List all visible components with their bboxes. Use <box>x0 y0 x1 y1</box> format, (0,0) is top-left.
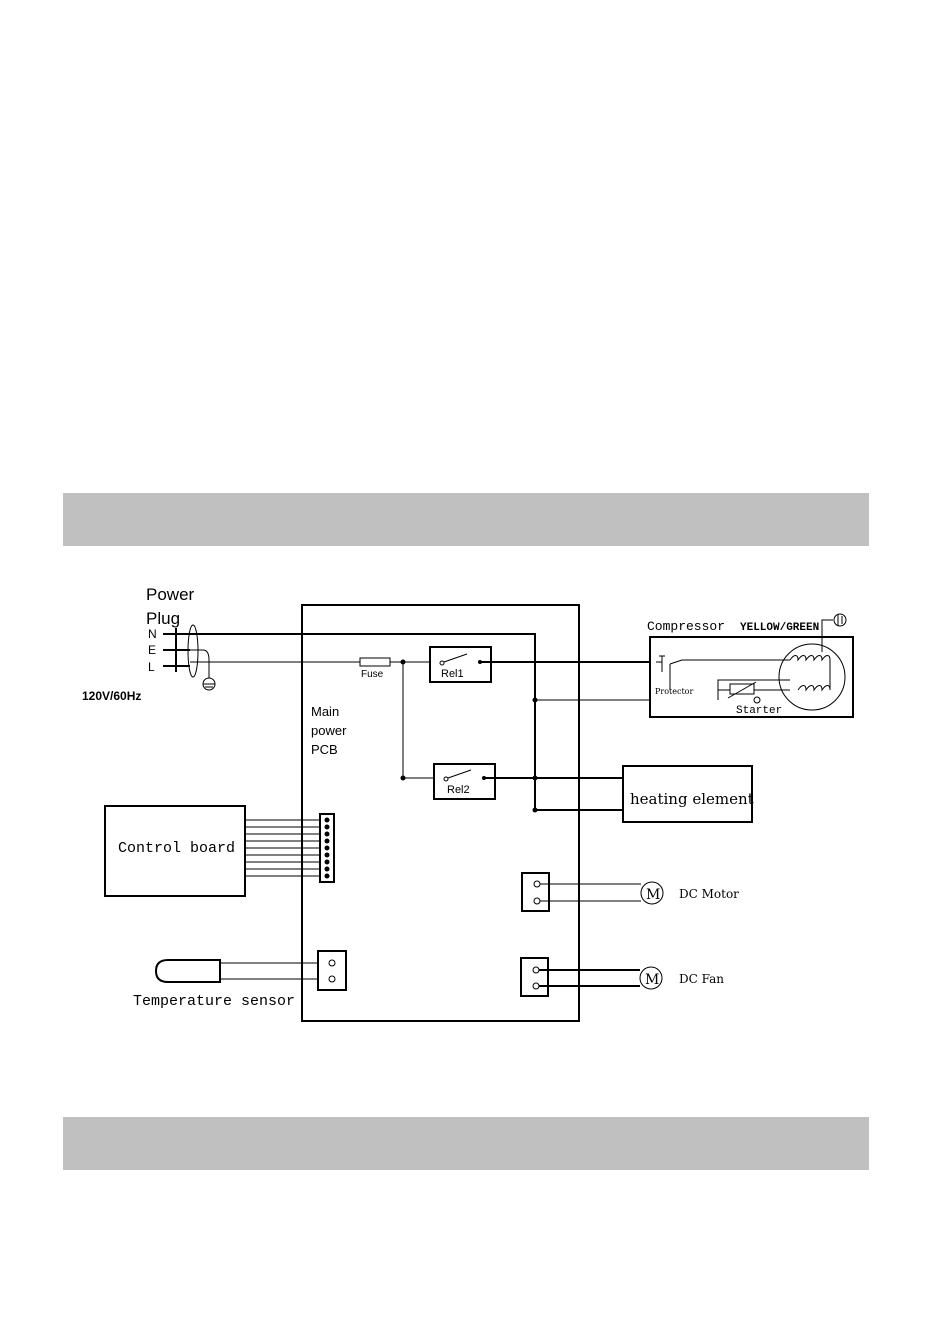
compressor: Compressor YELLOW/GREEN Protector Starte… <box>647 614 853 717</box>
power-rating-label: 120V/60Hz <box>82 689 141 703</box>
dc-motor-label: DC Motor <box>679 887 739 901</box>
fuse-label: Fuse <box>361 669 384 680</box>
relay-1: Rel1 <box>430 647 491 682</box>
pcb-label-line3: PCB <box>311 742 338 757</box>
heating-element-label: heating element <box>630 790 754 808</box>
control-board-label: Control board <box>118 840 235 857</box>
temperature-sensor-probe <box>156 960 220 982</box>
power-plug-title-line2: Plug <box>146 609 180 628</box>
relay-2: Rel2 <box>434 764 495 799</box>
relay-2-label: Rel2 <box>447 784 470 796</box>
earth-icon <box>834 614 846 626</box>
control-connector-pins <box>325 818 330 879</box>
ground-color-label: YELLOW/GREEN <box>740 622 819 634</box>
pin-e-label: E <box>148 643 156 657</box>
starter-label: Starter <box>736 705 782 717</box>
pcb-label-line1: Main <box>311 704 339 719</box>
compressor-label: Compressor <box>647 619 725 634</box>
dc-motor-symbol: M <box>646 887 660 903</box>
power-plug-title-line1: Power <box>146 585 195 604</box>
dc-motor-connector <box>522 873 549 911</box>
dc-fan-symbol: M <box>645 972 659 988</box>
pin-n-label: N <box>148 627 157 641</box>
ground-lead <box>190 650 209 678</box>
pcb-label-line2: power <box>311 723 347 738</box>
dc-fan-label: DC Fan <box>679 972 724 986</box>
dc-fan-connector <box>521 958 548 996</box>
pin-l-label: L <box>148 660 155 674</box>
power-plug: Power Plug N E L 120V/60Hz <box>82 585 215 703</box>
sensor-connector <box>318 951 346 990</box>
relay-1-label: Rel1 <box>441 668 464 680</box>
protector-label: Protector <box>655 687 693 696</box>
temperature-sensor-label: Temperature sensor <box>133 993 295 1010</box>
